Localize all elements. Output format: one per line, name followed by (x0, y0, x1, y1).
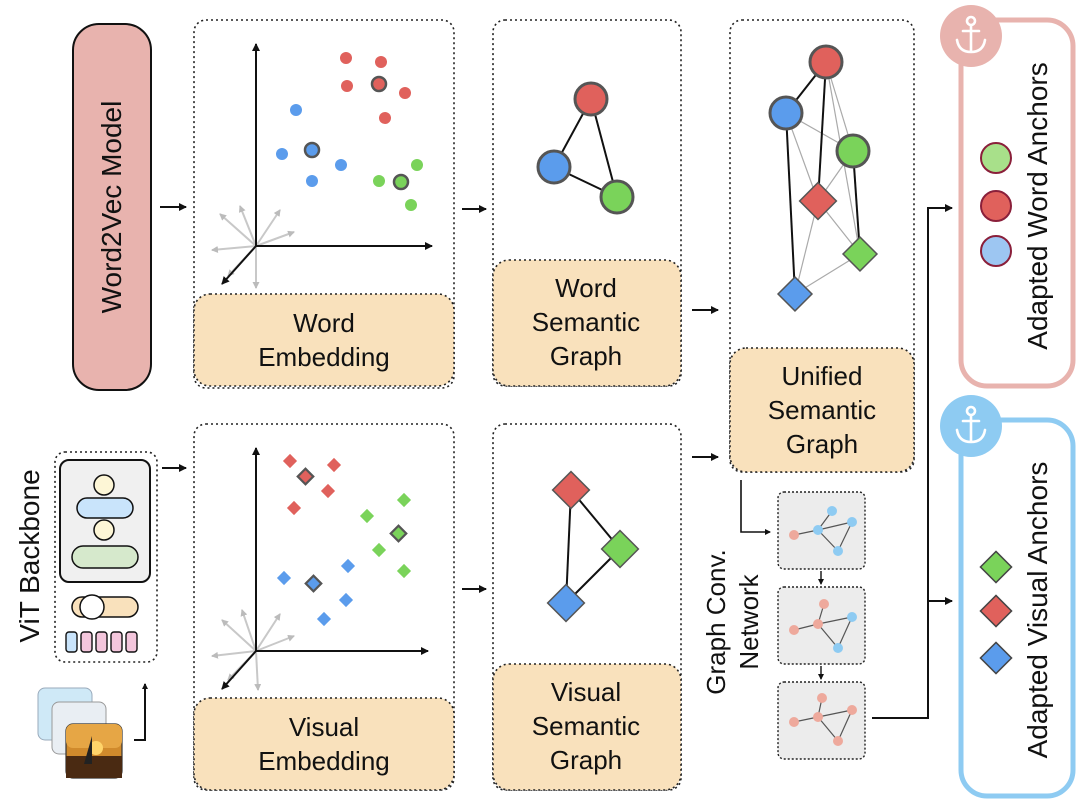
word-semantic-graph-panel: Word Semantic Graph (492, 19, 682, 387)
arrow-unified-to-gcn (740, 480, 771, 535)
visual-blue-centroid (304, 574, 323, 593)
visual-green-cluster (359, 492, 412, 579)
gcn-block: Graph Conv. Network (701, 480, 866, 760)
word-blue-cluster (276, 104, 347, 187)
visual-red-cluster (282, 453, 342, 516)
visual-graph-label-1: Visual (551, 677, 621, 707)
anchor-icon (955, 405, 987, 444)
unified-green-node (835, 133, 871, 169)
visual-red-centroid (296, 467, 315, 486)
word-graph-red-node (573, 81, 609, 117)
word-graph-green-node (599, 179, 635, 215)
visual-embedding-panel: Visual Embedding (193, 423, 455, 791)
gcn-label-2: Network (734, 573, 764, 669)
visual-anchors-panel: Adapted Visual Anchors (940, 395, 1076, 799)
word-embedding-label-2: Embedding (258, 342, 390, 372)
word-embedding-label-1: Word (293, 308, 355, 338)
visual-graph-red-node (551, 470, 591, 510)
word2vec-label: Word2Vec Model (96, 101, 127, 314)
visual-anchor-red (979, 594, 1013, 628)
unified-red-node (808, 44, 844, 80)
visual-embedding-label-1: Visual (289, 712, 359, 742)
arrow-gcn-to-word-anchors (872, 204, 953, 719)
token-row (65, 631, 138, 653)
vit-label: ViT Backbone (14, 469, 45, 642)
word-z-axis (221, 245, 257, 285)
visual-anchor-blue (979, 641, 1013, 675)
visual-green-centroid (389, 524, 408, 543)
word-red-cluster (340, 52, 411, 124)
unified-label-2: Semantic (768, 395, 876, 425)
word-graph-blue-node (536, 149, 572, 185)
visual-z-axis (221, 650, 257, 690)
visual-semantic-graph-panel: Visual Semantic Graph (492, 423, 682, 791)
word-anchors-panel: Adapted Word Anchors (940, 5, 1076, 389)
word-anchor-green (980, 142, 1012, 174)
word-green-centroid (392, 173, 410, 191)
visual-anchor-green (979, 550, 1013, 584)
word-graph-label-3: Graph (550, 341, 622, 371)
visual-graph-green-node (600, 529, 640, 569)
visual-graph-label-3: Graph (550, 745, 622, 775)
visual-blue-cluster (276, 558, 356, 627)
word-graph-label-1: Word (555, 273, 617, 303)
gcn-layer-3 (777, 681, 866, 760)
word-anchor-red (980, 190, 1012, 222)
word-graph-label-2: Semantic (532, 307, 640, 337)
toggle-knob (79, 594, 105, 620)
visual-graph-blue-node (546, 583, 586, 623)
unified-label-1: Unified (782, 361, 863, 391)
arrow-images-to-vit (134, 683, 148, 741)
gcn-label-1: Graph Conv. (701, 549, 731, 694)
word-red-centroid (370, 75, 388, 93)
unified-semantic-graph-panel: Unified Semantic Graph (729, 19, 915, 473)
word-blue-centroid (303, 141, 321, 159)
gcn-layer-2 (777, 586, 866, 665)
unified-red-diamond (798, 181, 838, 221)
visual-graph-label-2: Semantic (532, 711, 640, 741)
visual-anchors-label: Adapted Visual Anchors (1022, 462, 1053, 759)
gcn-layer-1 (777, 491, 866, 570)
word-embedding-panel: Word Embedding (193, 19, 455, 389)
unified-blue-node (768, 95, 804, 131)
unified-green-diamond (841, 235, 879, 273)
word-anchor-blue (980, 235, 1012, 267)
unified-label-3: Graph (786, 429, 858, 459)
visual-embedding-label-2: Embedding (258, 746, 390, 776)
input-images (37, 687, 123, 779)
word2vec-model-block: Word2Vec Model (72, 23, 152, 391)
word-green-cluster (373, 159, 423, 211)
anchor-icon (955, 15, 987, 54)
vit-backbone-block: ViT Backbone (14, 451, 158, 663)
unified-blue-diamond (776, 275, 814, 313)
word-anchors-label: Adapted Word Anchors (1022, 62, 1053, 349)
